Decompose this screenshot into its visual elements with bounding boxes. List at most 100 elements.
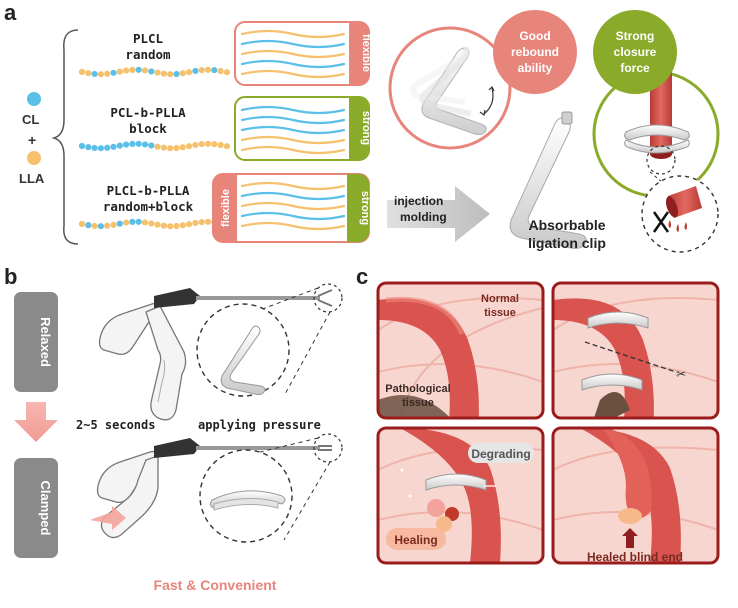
monomer-bead: [129, 66, 136, 74]
monomer-bead: [78, 220, 86, 228]
normal-tissue-label: Normal: [481, 293, 519, 305]
product-label: Absorbable ligation clip: [528, 217, 606, 251]
monomer-bead: [179, 144, 186, 151]
polymer-strand: [240, 115, 346, 125]
monomer-bead: [110, 69, 117, 76]
box-block-structure: strong: [234, 96, 372, 161]
clamped-state-label: Clamped: [14, 458, 58, 558]
healed-end-label: Healed blind end: [587, 550, 683, 564]
tag-strong-2: strong: [359, 191, 371, 225]
svg-text:Relaxed: Relaxed: [38, 317, 53, 367]
clip-open-zoom: [196, 303, 290, 397]
polymer-strand: [240, 29, 346, 39]
monomer-bead: [110, 221, 117, 228]
monomer-bead: [141, 67, 149, 74]
tag-strong-1: strong: [360, 111, 372, 145]
polymer-strand: [240, 221, 346, 231]
svg-text:tissue: tissue: [484, 307, 516, 319]
monomer-bead: [179, 222, 186, 229]
monomer-bead: [173, 144, 180, 152]
monomer-bead: [204, 66, 212, 73]
monomer-bead: [160, 70, 167, 77]
monomer-bead: [211, 67, 218, 74]
monomer-bead: [186, 69, 193, 76]
monomer-bead: [123, 141, 130, 148]
ligation-clip-product: [509, 111, 587, 249]
monomer-bead: [179, 70, 186, 77]
monomer-bead: [129, 218, 136, 226]
monomer-bead: [135, 66, 142, 73]
monomer-bead: [135, 218, 142, 225]
monomer-bead: [116, 142, 123, 149]
svg-text:block: block: [129, 121, 167, 136]
monomer-bead: [78, 68, 86, 76]
monomer-bead: [223, 69, 230, 76]
svg-text:molding: molding: [400, 210, 447, 224]
random-block-copolymer-chain: [78, 218, 230, 230]
copolymer-2-label: PCL-b-PLLA block: [110, 105, 186, 136]
tag-flexible-2: flexible: [220, 189, 232, 227]
box-random-block-structure: flexible strong: [212, 173, 371, 243]
polymer-strand: [240, 211, 346, 221]
cl-monomer-dot: [27, 92, 41, 106]
monomer-bead: [104, 222, 111, 229]
polymer-strand: [240, 135, 346, 145]
box-random-structure: flexible: [234, 21, 372, 86]
pathological-tissue-label: Pathological: [385, 383, 450, 395]
svg-text:PCL-b-PLLA: PCL-b-PLLA: [110, 105, 186, 120]
svg-text:Healing: Healing: [394, 533, 437, 547]
polymer-strand: [240, 105, 346, 115]
monomer-bead: [123, 67, 130, 74]
tag-flexible-1: flexible: [360, 34, 372, 72]
monomer-bead: [129, 140, 136, 148]
polymer-strand: [240, 59, 346, 69]
grouping-brace: [51, 29, 79, 245]
tissue-healed: Healed blind end: [551, 426, 720, 565]
monomer-bead: [173, 222, 180, 230]
applicator-relaxed: [98, 283, 343, 421]
polymer-strand: [240, 145, 346, 155]
monomer-bead: [167, 223, 174, 230]
monomer-bead: [160, 222, 167, 229]
monomer-bead: [85, 222, 92, 229]
polymer-strand: [240, 191, 346, 201]
random-copolymer-chain: [78, 66, 230, 78]
applicator-clamped: [90, 433, 343, 539]
copolymer-1-label: PLCL random: [125, 31, 171, 62]
pressure-label: applying pressure: [198, 418, 321, 432]
panel-label-a: a: [4, 0, 17, 25]
svg-text:Good: Good: [519, 29, 550, 43]
monomer-bead: [154, 221, 161, 228]
lla-label: LLA: [19, 171, 45, 186]
monomer-bead: [97, 71, 104, 78]
svg-text:rebound: rebound: [511, 45, 559, 59]
degrading-badge: Degrading: [468, 443, 534, 463]
svg-text:Degrading: Degrading: [471, 447, 530, 461]
injection-molding-arrow: injection molding: [387, 186, 490, 242]
monomer-bead: [91, 70, 98, 78]
monomer-bead: [91, 144, 98, 152]
svg-text:force: force: [620, 61, 650, 75]
monomer-bead: [154, 69, 161, 76]
monomer-bead: [148, 68, 155, 75]
monomer-bead: [167, 145, 174, 152]
polymer-strand: [240, 49, 346, 59]
svg-text:✂: ✂: [676, 367, 686, 381]
rebound-property-badge: Good rebound ability: [493, 10, 577, 94]
vessel-closure-zoom: [641, 171, 719, 253]
monomer-bead: [192, 67, 199, 75]
svg-text:PLCL-b-PLLA: PLCL-b-PLLA: [107, 183, 190, 198]
monomer-bead: [167, 71, 174, 78]
monomer-bead: [91, 222, 98, 230]
monomer-bead: [160, 144, 167, 151]
polymer-strand: [240, 201, 346, 211]
monomer-bead: [110, 143, 117, 150]
tissue-clipped-cut: ✂: [551, 281, 720, 420]
monomer-bead: [173, 70, 180, 78]
plus-sign: +: [28, 132, 36, 148]
svg-text:ligation clip: ligation clip: [528, 235, 606, 251]
monomer-bead: [97, 223, 104, 230]
monomer-bead: [223, 143, 230, 150]
monomer-bead: [116, 68, 123, 75]
